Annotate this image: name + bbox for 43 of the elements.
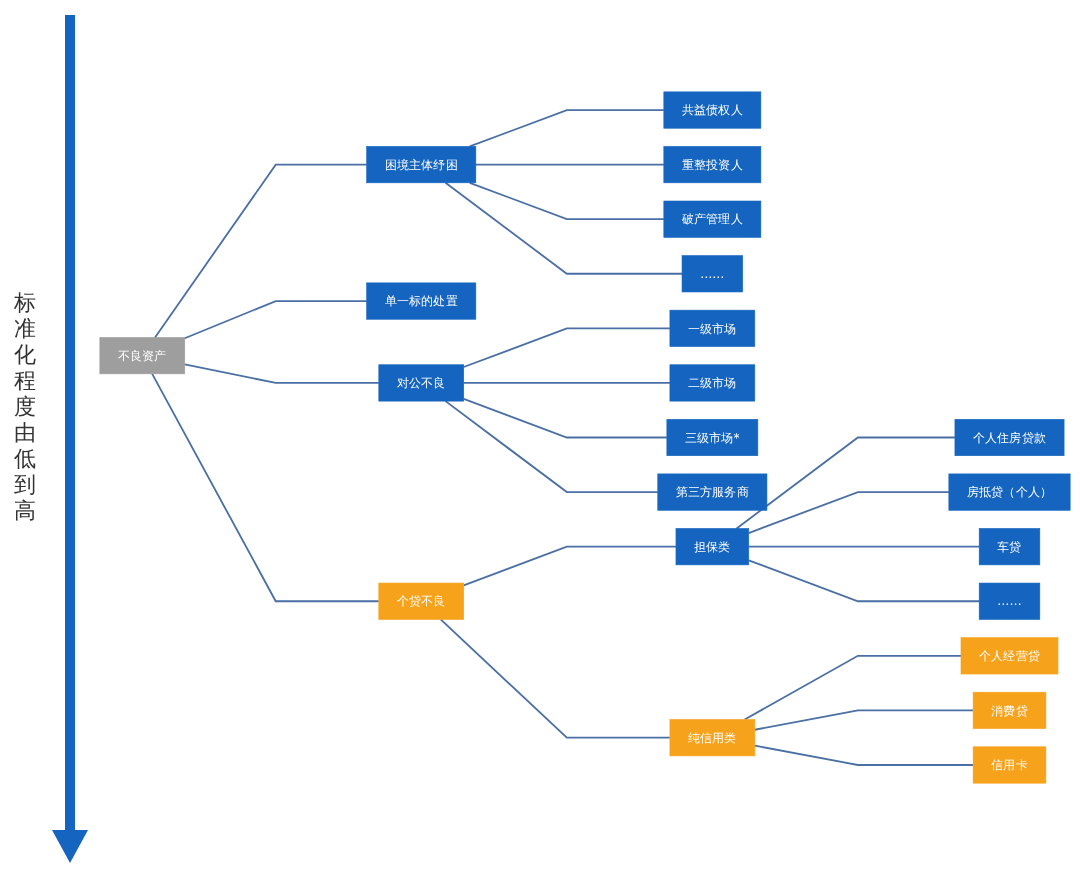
connector (154, 164, 368, 339)
connector (753, 710, 974, 732)
node-box: 困境主体纾困 (366, 146, 477, 184)
node-box: 个贷不良 (378, 583, 464, 621)
node-box: 担保类 (675, 528, 750, 566)
connector (735, 437, 956, 530)
node-box: 信用卡 (972, 746, 1047, 784)
node-box: 个人住房贷款 (954, 419, 1065, 457)
connector (444, 182, 683, 276)
node-box: 单一标的处置 (366, 283, 477, 321)
node-box: 重整投资人 (663, 146, 762, 184)
node-box: …… (978, 583, 1041, 621)
node-box: 第三方服务商 (657, 474, 768, 512)
node-box: 一级市场 (669, 310, 756, 348)
node-box: 车贷 (978, 528, 1041, 566)
node-box: 不良资产 (99, 337, 186, 375)
connector (747, 491, 950, 535)
connector (183, 300, 368, 340)
connector (151, 373, 380, 603)
connector (439, 619, 671, 740)
node-box: 纯信用类 (669, 719, 756, 757)
axis-label: 标准化程度由低到高 (14, 290, 37, 524)
node-box: 个人经营贷 (960, 637, 1059, 675)
connector (462, 327, 671, 369)
connector (462, 382, 671, 385)
node-box: 二级市场 (669, 364, 756, 402)
connector (444, 400, 659, 494)
node-box: 破产管理人 (663, 201, 762, 239)
node-box: 对公不良 (378, 364, 464, 402)
connector (753, 745, 974, 767)
node-box: 房抵贷（个人） (948, 474, 1071, 512)
node-box: 消费贷 (972, 692, 1047, 730)
connector (183, 363, 380, 385)
node-box: 三级市场* (666, 419, 759, 457)
connector (462, 546, 677, 587)
connector (474, 164, 665, 166)
node-box: 共益债权人 (663, 92, 762, 130)
connector (468, 109, 665, 148)
connector (747, 546, 981, 549)
connector (462, 398, 668, 439)
connector (743, 655, 962, 721)
node-box: …… (681, 255, 743, 293)
connector (747, 559, 981, 603)
